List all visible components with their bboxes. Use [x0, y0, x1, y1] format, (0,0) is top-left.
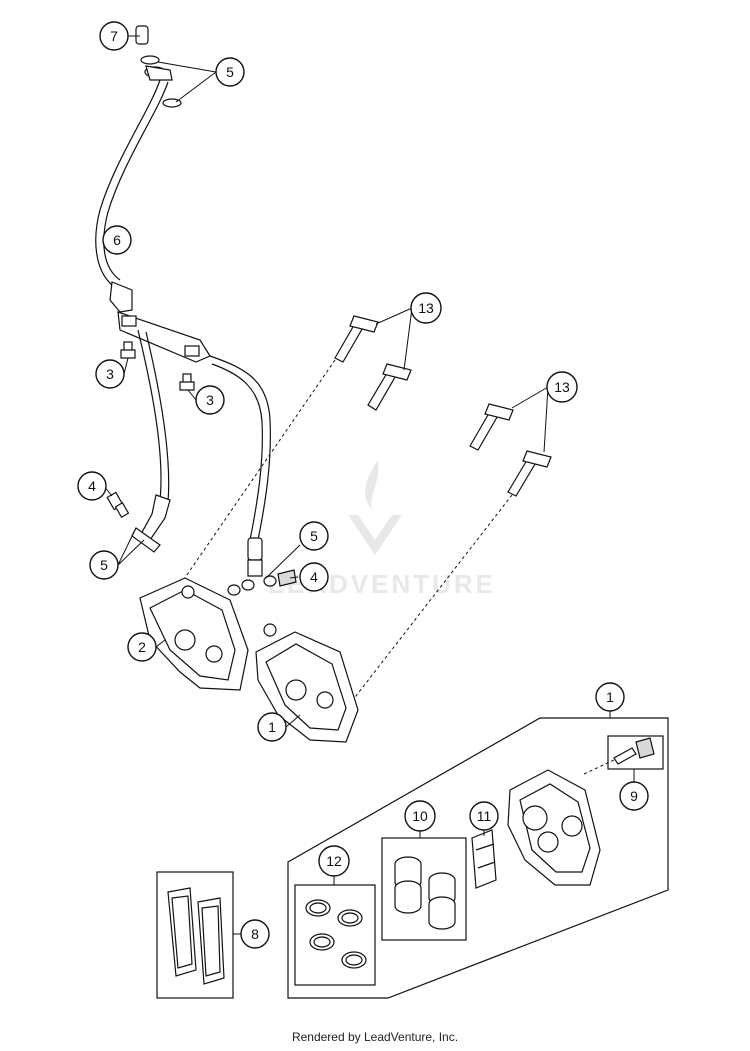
caliper-1-assembled [255, 623, 359, 743]
callout-3: 3 [195, 385, 225, 415]
callout-label: 7 [110, 28, 118, 44]
callout-label: 11 [477, 808, 492, 824]
callout-label: 10 [412, 808, 428, 824]
callout-label: 5 [100, 557, 108, 573]
callout-9: 9 [619, 781, 649, 811]
caliper-body-kit [507, 769, 601, 886]
callout-10: 10 [404, 800, 436, 832]
callout-label: 1 [268, 719, 276, 735]
callout-5: 5 [299, 521, 329, 551]
pistons-box-10 [381, 837, 467, 941]
bleeder-valve-box-9 [607, 735, 664, 770]
bleed-screw-4-left [106, 491, 130, 519]
callout-13: 13 [546, 371, 578, 403]
callout-label: 2 [138, 639, 146, 655]
callout-4: 4 [77, 471, 107, 501]
callout-label: 6 [113, 232, 121, 248]
callout-1: 1 [257, 712, 287, 742]
bolt-3-lower [179, 373, 195, 391]
pistons-10 [394, 856, 456, 930]
callout-label: 1 [606, 689, 614, 705]
callout-5: 5 [89, 550, 119, 580]
brake-pads-8 [167, 887, 225, 985]
bolt-3-upper [120, 341, 136, 359]
callout-label: 5 [310, 528, 318, 544]
callout-label: 4 [310, 569, 318, 585]
bleeder-valve-9 [613, 737, 655, 765]
callout-4: 4 [299, 562, 329, 592]
caliper-kit-boundary [287, 717, 669, 999]
callout-label: 3 [206, 392, 214, 408]
pad-spring-11 [471, 829, 497, 889]
callout-7: 7 [99, 21, 129, 51]
callout-label: 13 [554, 379, 570, 395]
callout-12: 12 [318, 845, 350, 877]
guide-pins-13-upper [334, 315, 412, 411]
callout-13: 13 [410, 292, 442, 324]
callout-label: 4 [88, 478, 96, 494]
callout-11: 11 [469, 801, 499, 831]
callout-label: 3 [106, 366, 114, 382]
footer-credit: Rendered by LeadVenture, Inc. [291, 1030, 459, 1044]
callout-1: 1 [595, 682, 625, 712]
callout-8: 8 [240, 919, 270, 949]
callout-label: 5 [226, 64, 234, 80]
seals-12 [305, 899, 367, 969]
alignment-line-right [344, 494, 513, 711]
brake-pads-box-8 [156, 871, 234, 999]
callout-label: 9 [630, 788, 638, 804]
callout-2: 2 [127, 632, 157, 662]
brake-hose-assembly [95, 25, 271, 577]
guide-pins-13-lower [469, 403, 552, 497]
caliper-half-2 [139, 577, 249, 691]
callout-3: 3 [95, 359, 125, 389]
callout-label: 12 [326, 853, 342, 869]
seals-box-12 [294, 884, 376, 986]
alignment-line-bleeder [581, 759, 615, 776]
washers-5-and-banjo-bolt-4 [227, 569, 297, 596]
callout-label: 13 [418, 300, 434, 316]
leader-lines [103, 35, 635, 935]
callout-label: 8 [251, 926, 259, 942]
callout-5: 5 [215, 57, 245, 87]
callout-6: 6 [102, 225, 132, 255]
